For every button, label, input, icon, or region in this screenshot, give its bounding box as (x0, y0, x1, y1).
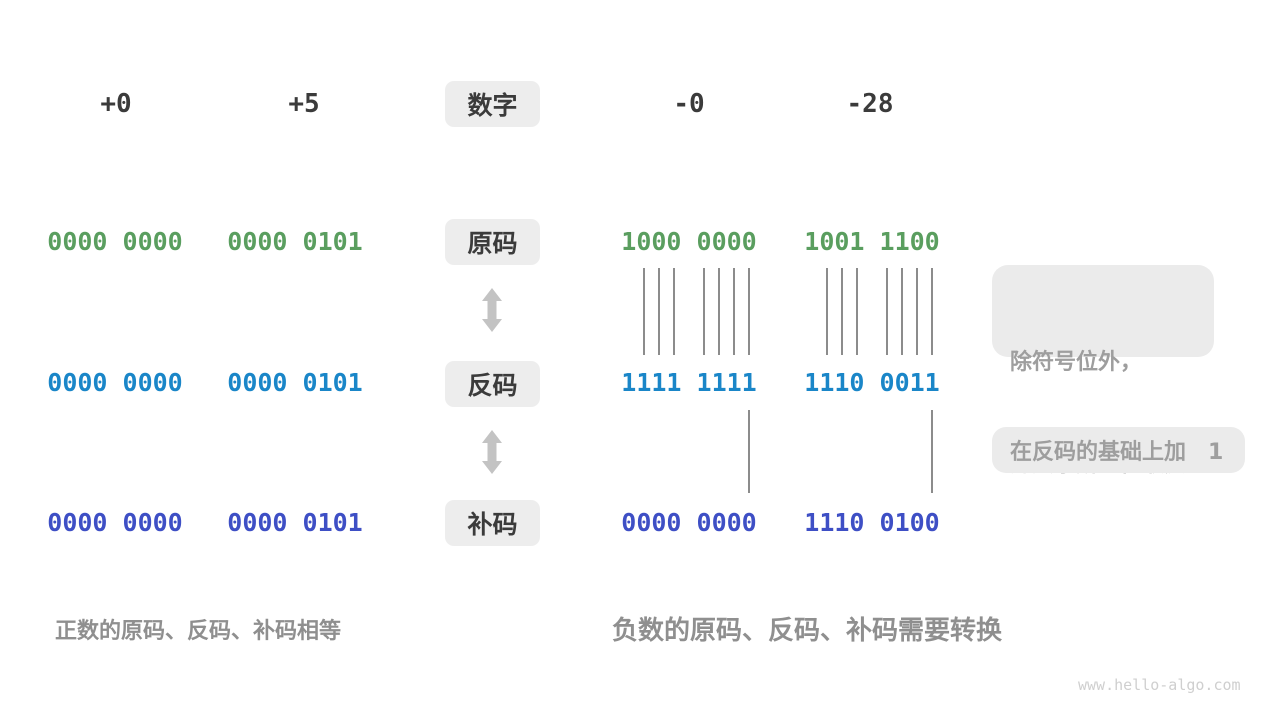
add-one-connector (748, 410, 750, 493)
twos-complement-value: 0000 0101 (227, 508, 363, 537)
sign-magnitude-value: 1001 1100 (804, 227, 940, 256)
ones-complement-value: 1110 0011 (804, 368, 940, 397)
positive-caption: 正数的原码、反码、补码相等 (55, 619, 342, 644)
sign-magnitude-badge: 原码 (445, 219, 540, 265)
ones-complement-value: 0000 0101 (227, 368, 363, 397)
sign-magnitude-value: 0000 0101 (227, 227, 363, 256)
invert-note: 除符号位外， 对其余所有位取反 (992, 265, 1214, 477)
invert-bits-connector (826, 268, 933, 355)
invert-bits-connector (643, 268, 750, 355)
watermark: www.hello-algo.com (1078, 676, 1241, 694)
sign-magnitude-value: 1000 0000 (621, 227, 757, 256)
number-badge: 数字 (445, 81, 540, 127)
header-minus-28: -28 (846, 89, 894, 119)
twos-complement-value: 0000 0000 (621, 508, 757, 537)
ones-complement-value: 0000 0000 (47, 368, 183, 397)
invert-note-line1: 除符号位外， (1010, 350, 1143, 375)
add-one-note-text: 在反码的基础上加 1 (1010, 440, 1224, 465)
sign-magnitude-value: 0000 0000 (47, 227, 183, 256)
header-plus-5: +5 (288, 89, 320, 119)
add-one-connector (931, 410, 933, 493)
ones-complement-value: 1111 1111 (621, 368, 757, 397)
updown-arrow-icon (482, 430, 502, 474)
twos-complement-badge: 补码 (445, 500, 540, 546)
twos-complement-value: 1110 0100 (804, 508, 940, 537)
twos-complement-value: 0000 0000 (47, 508, 183, 537)
ones-complement-badge: 反码 (445, 361, 540, 407)
updown-arrow-icon (482, 288, 502, 332)
negative-caption: 负数的原码、反码、补码需要转换 (612, 616, 1003, 646)
header-plus-0: +0 (100, 89, 132, 119)
add-one-note: 在反码的基础上加 1 (992, 427, 1245, 473)
header-minus-0: -0 (673, 89, 705, 119)
